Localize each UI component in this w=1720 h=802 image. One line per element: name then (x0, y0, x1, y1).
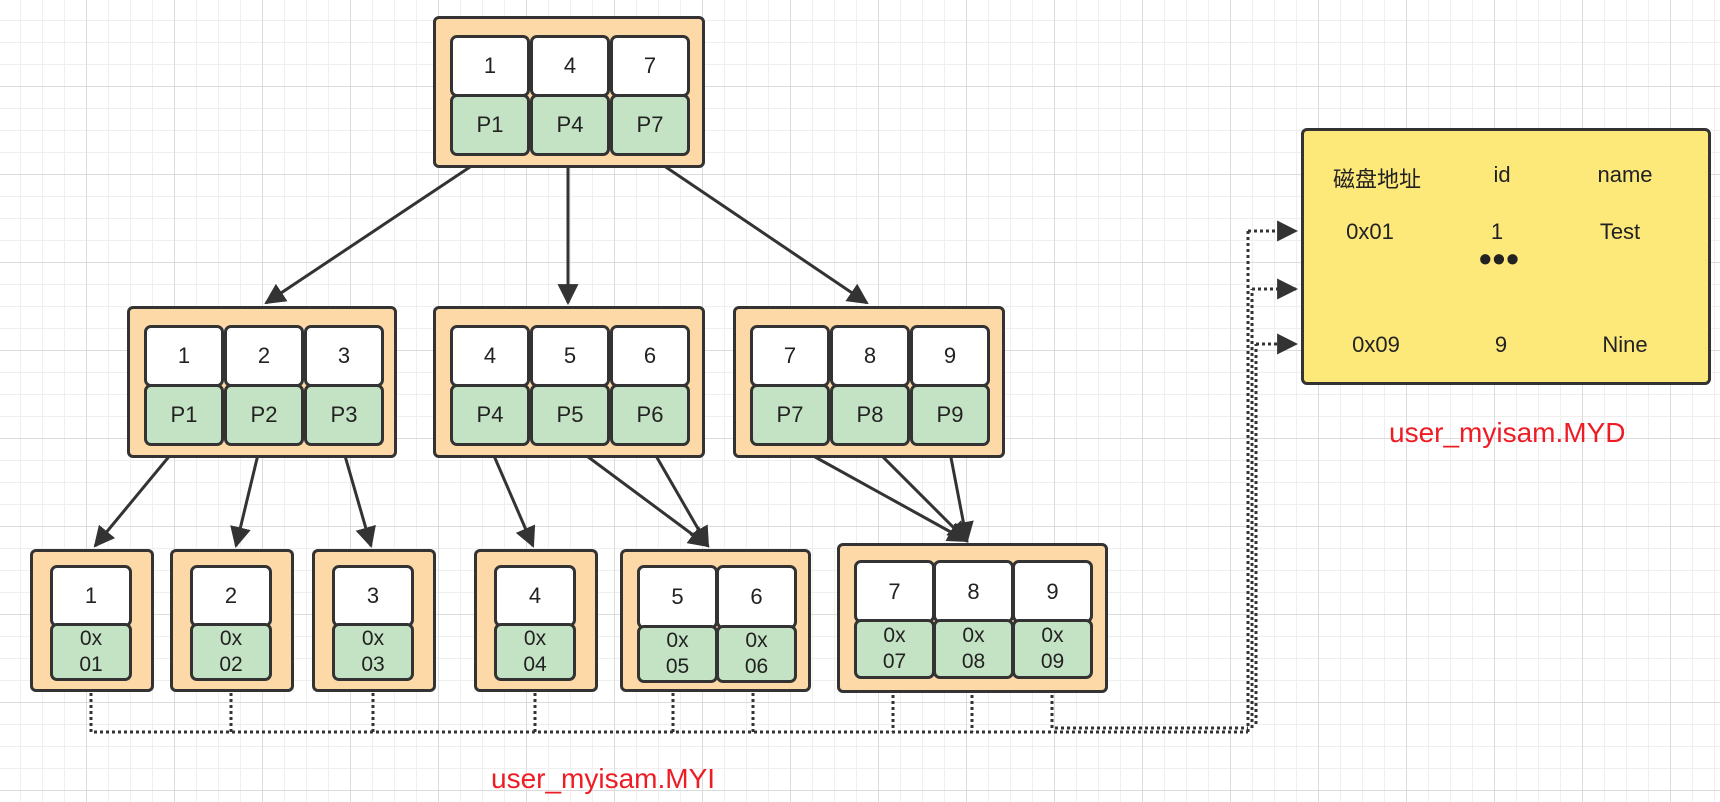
row1-id: 1 (1490, 219, 1504, 244)
leaf6-key-1: 7 (854, 560, 935, 623)
edge-p8-leaf6 (866, 440, 969, 543)
leaf5-address-1: 0x 05 (637, 625, 718, 683)
leaf2-address-1: 0x 02 (190, 623, 272, 681)
leaf6-address-3: 0x 09 (1012, 619, 1093, 679)
leaf3-address-1: 0x 03 (332, 623, 414, 681)
internal2-pointer-2: P5 (530, 384, 610, 446)
leaf5-address-2: 0x 06 (716, 625, 797, 683)
row2-name: Nine (1602, 332, 1648, 357)
edge-p1-leaf1 (93, 441, 183, 548)
leaf-node-3: 3 0x 03 (312, 549, 436, 692)
index-file-label: user_myisam.MYI (491, 763, 716, 794)
root-key-1: 1 (450, 35, 530, 97)
leaf6-key-2: 8 (933, 560, 1014, 623)
edge-p4-leaf4 (486, 441, 536, 548)
root-pointer-1: P1 (450, 94, 530, 156)
leaf4-key-1: 4 (494, 565, 576, 627)
internal2-pointer-1: P4 (450, 384, 530, 446)
rows-ellipsis: ••• (1479, 238, 1520, 279)
internal1-key-2: 2 (224, 325, 304, 387)
internal3-pointer-3: P9 (910, 384, 990, 446)
edge-p3-leaf3 (339, 441, 376, 549)
edge-p6-leaf5 (646, 441, 710, 548)
edge-root-p7 (647, 153, 869, 305)
leaf-node-4: 4 0x 04 (474, 549, 598, 692)
root-pointer-2: P4 (530, 94, 610, 156)
root-node: 1 4 7 P1 P4 P7 (433, 16, 705, 168)
leaf2-key-1: 2 (190, 565, 272, 627)
row1-name: Test (1599, 219, 1641, 244)
internal-node-2: 4 5 6 P4 P5 P6 (433, 306, 705, 458)
column-header-id: id (1493, 162, 1511, 187)
leaf-node-2: 2 0x 02 (170, 549, 294, 692)
root-key-2: 4 (530, 35, 610, 97)
internal2-key-3: 6 (610, 325, 690, 387)
leaf6-address-2: 0x 08 (933, 619, 1014, 679)
internal1-pointer-2: P2 (224, 384, 304, 446)
leaf1-address-1: 0x 01 (50, 623, 132, 681)
leaf6-key-3: 9 (1012, 560, 1093, 623)
internal3-key-1: 7 (750, 325, 830, 387)
internal2-pointer-3: P6 (610, 384, 690, 446)
leaf3-key-1: 3 (332, 565, 414, 627)
leaf-node-6: 7 8 9 0x 07 0x 08 0x 09 (837, 543, 1108, 693)
internal1-key-3: 3 (304, 325, 384, 387)
row2-id: 9 (1494, 332, 1508, 357)
internal1-pointer-3: P3 (304, 384, 384, 446)
leaf-node-1: 1 0x 01 (30, 549, 154, 692)
edge-p9-leaf6 (946, 441, 974, 544)
leaf5-key-1: 5 (637, 565, 718, 629)
internal3-key-3: 9 (910, 325, 990, 387)
internal1-key-1: 1 (144, 325, 224, 387)
data-file-label: user_myisam.MYD (1389, 417, 1626, 448)
edge-p5-leaf5 (567, 440, 710, 548)
leaf6-address-1: 0x 07 (854, 619, 935, 679)
internal3-pointer-1: P7 (750, 384, 830, 446)
column-header-name: name (1597, 162, 1653, 187)
root-key-3: 7 (610, 35, 690, 97)
edge-p7-leaf6 (787, 440, 969, 543)
leaf1-key-1: 1 (50, 565, 132, 627)
internal-node-3: 7 8 9 P7 P8 P9 (733, 306, 1005, 458)
edge-root-p1 (264, 153, 489, 305)
internal-node-1: 1 2 3 P1 P2 P3 (127, 306, 397, 458)
edge-p2-leaf2 (230, 441, 263, 549)
leaf-node-5: 5 6 0x 05 0x 06 (620, 549, 811, 692)
leaf5-key-2: 6 (716, 565, 797, 629)
internal3-pointer-2: P8 (830, 384, 910, 446)
internal2-key-2: 5 (530, 325, 610, 387)
internal3-key-2: 8 (830, 325, 910, 387)
row1-address: 0x01 (1346, 219, 1394, 244)
row2-address: 0x09 (1352, 332, 1400, 357)
internal1-pointer-1: P1 (144, 384, 224, 446)
data-file-table: 磁盘地址 id name 0x01 1 Test ••• 0x09 9 Nine (1301, 128, 1711, 385)
leaf4-address-1: 0x 04 (494, 623, 576, 681)
internal2-key-1: 4 (450, 325, 530, 387)
root-pointer-3: P7 (610, 94, 690, 156)
column-header-address: 磁盘地址 (1332, 167, 1421, 192)
